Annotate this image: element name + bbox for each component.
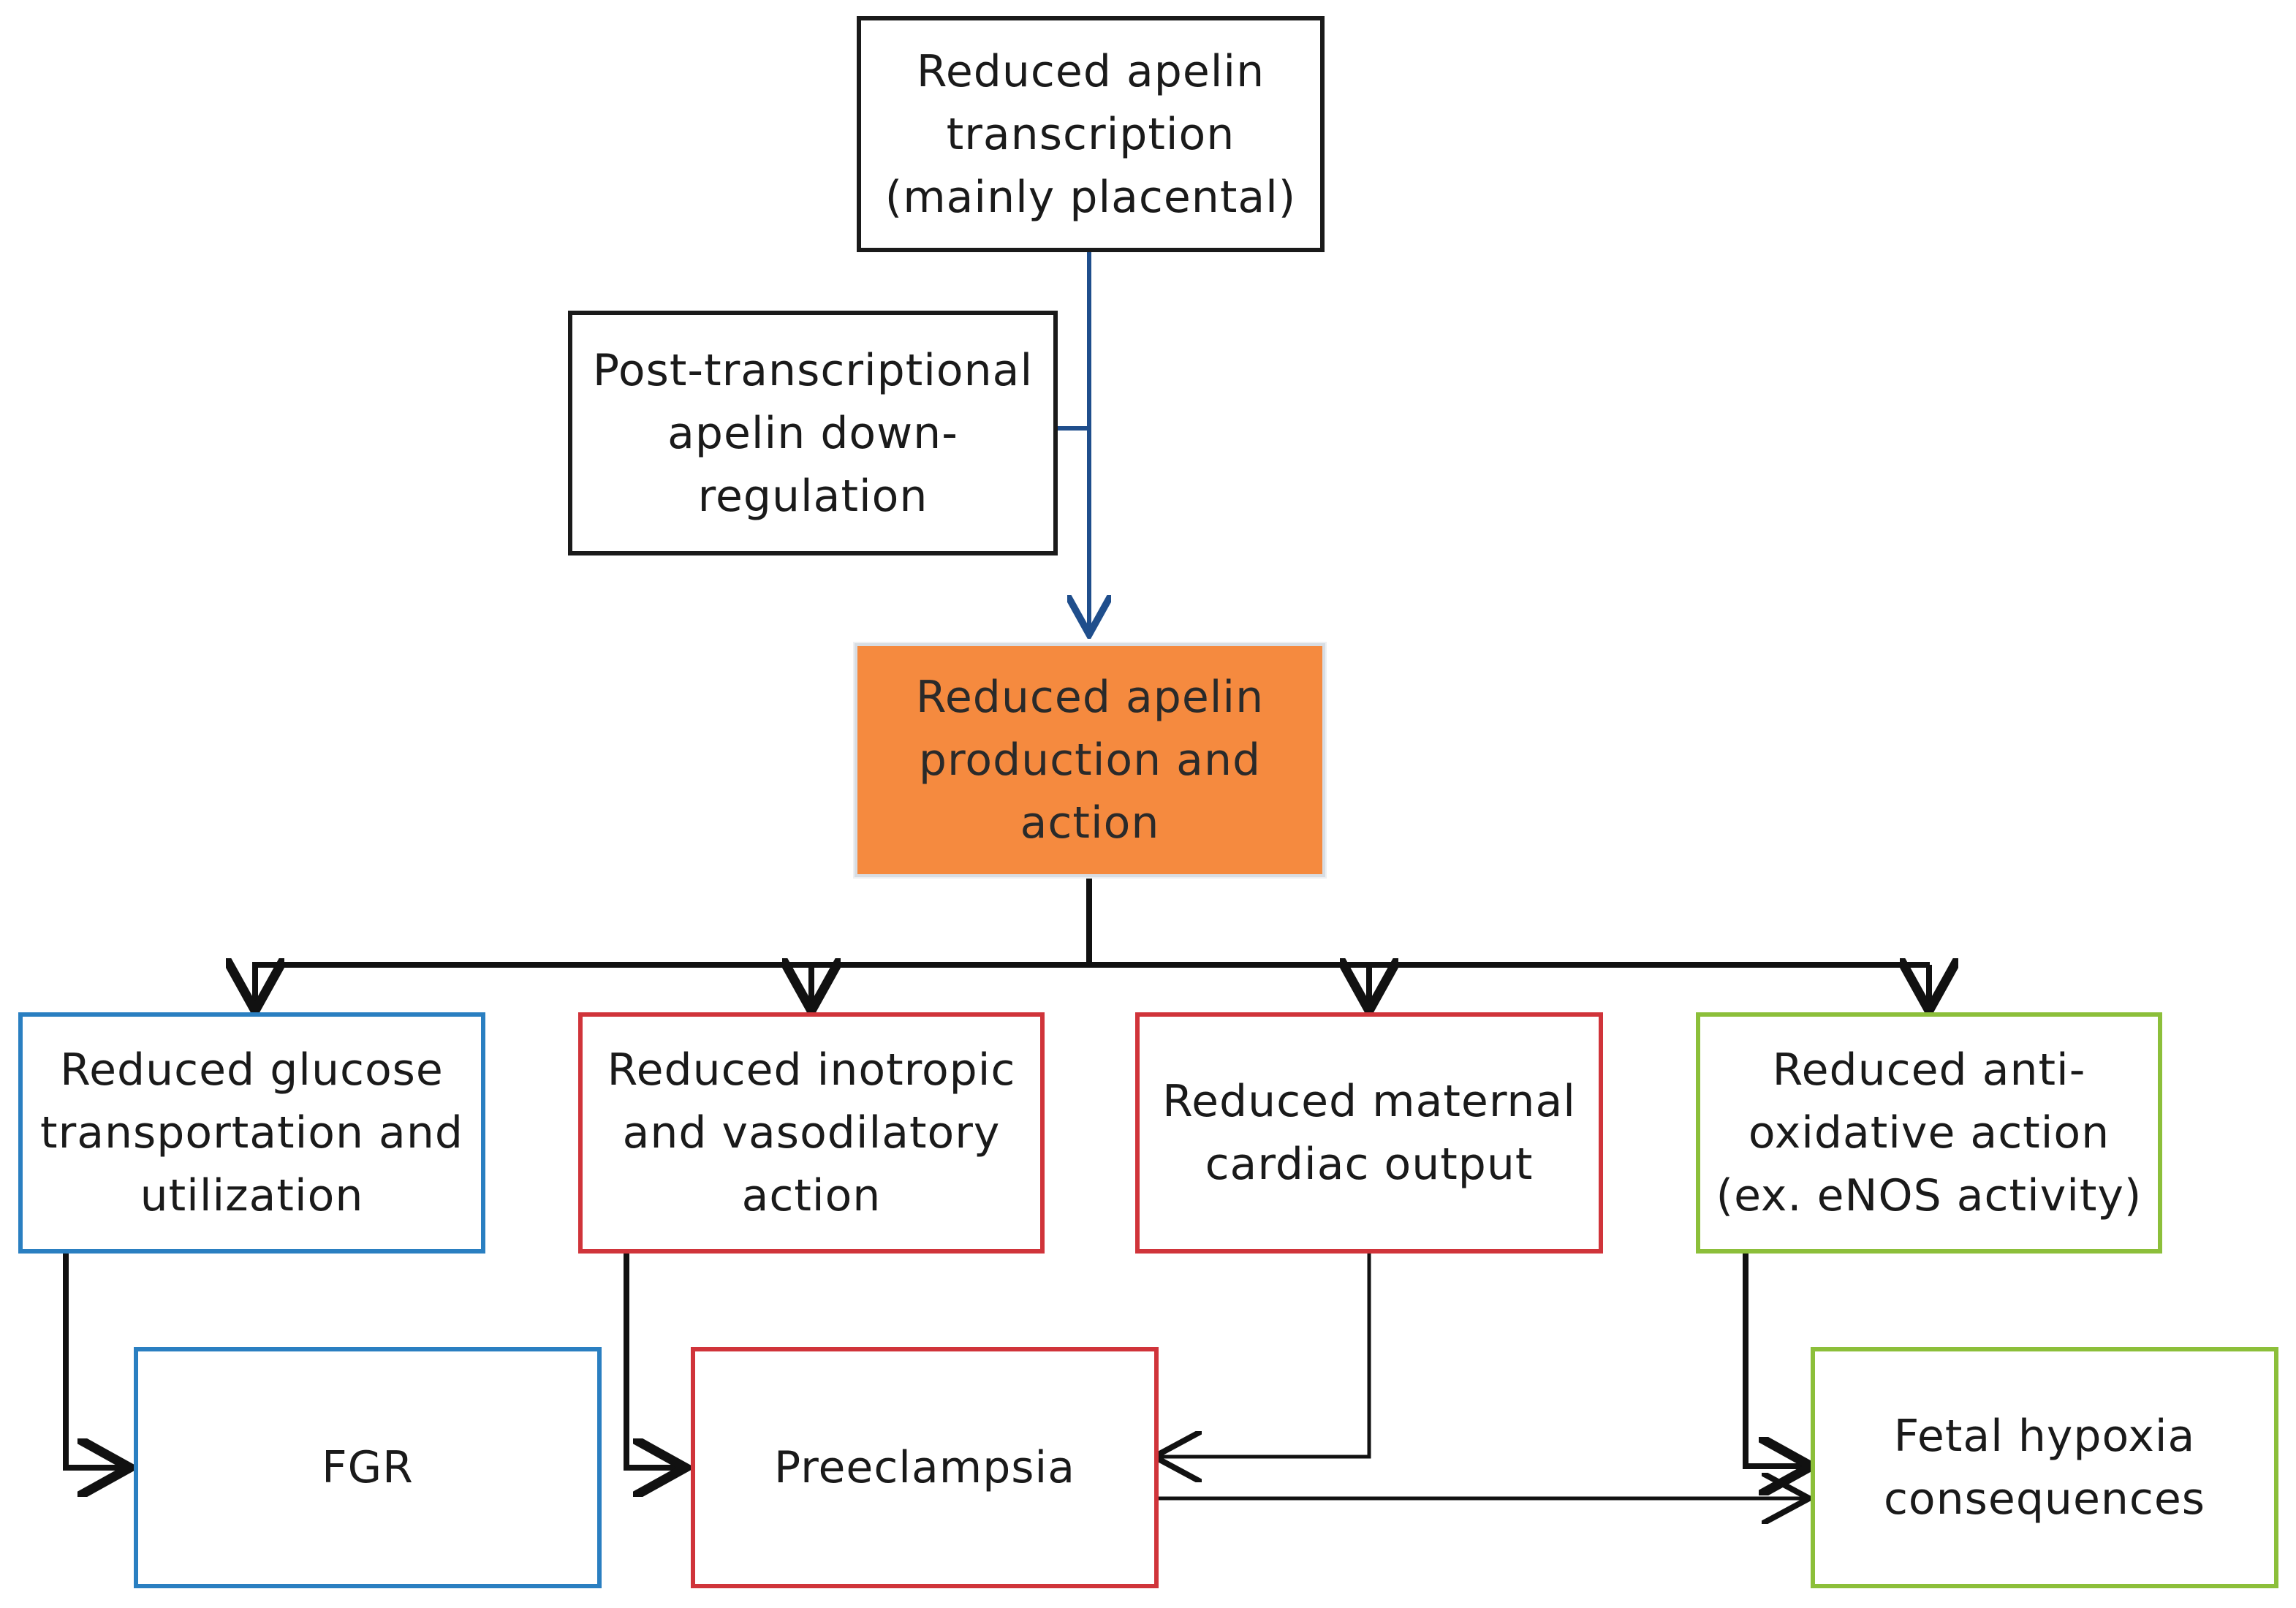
arrow-glucose-to-fgr [63,1254,124,1468]
effect-label-glucose: Reduced glucose transportation and utili… [40,1044,463,1221]
effect-label-antioxidative: Reduced anti- oxidative action (ex. eNOS… [1716,1044,2142,1221]
effect-box-antioxidative: Reduced anti- oxidative action (ex. eNOS… [1696,1012,2162,1254]
outcome-box-fgr: FGR [134,1347,602,1588]
modifier-label: Post-transcriptional apelin down- regula… [592,344,1034,522]
effect-box-inotropic: Reduced inotropic and vasodilatory actio… [578,1012,1045,1254]
effect-box-cardiac: Reduced maternal cardiac output [1135,1012,1603,1254]
outcome-box-fetal-hypoxia: Fetal hypoxia consequences [1811,1347,2278,1588]
effect-box-glucose: Reduced glucose transportation and utili… [18,1012,485,1254]
central-box: Reduced apelin production and action [855,643,1325,877]
central-label: Reduced apelin production and action [915,672,1265,849]
effect-label-cardiac: Reduced maternal cardiac output [1162,1076,1576,1190]
outcome-label-preeclampsia: Preeclampsia [774,1442,1075,1493]
arrow-inotropic-to-preeclampsia [624,1254,680,1468]
source-box: Reduced apelin transcription (mainly pla… [857,16,1325,252]
outcome-box-preeclampsia: Preeclampsia [691,1347,1159,1588]
outcome-label-fetal-hypoxia: Fetal hypoxia consequences [1883,1411,2206,1525]
outcome-label-fgr: FGR [322,1442,414,1493]
arrow-cardiac-to-preeclampsia [1158,1250,1371,1457]
source-label: Reduced apelin transcription (mainly pla… [884,45,1297,223]
effect-label-inotropic: Reduced inotropic and vasodilatory actio… [607,1044,1016,1221]
modifier-box: Post-transcriptional apelin down- regula… [568,311,1058,555]
arrow-antioxidative-to-fetal-hypoxia [1743,1254,1806,1466]
